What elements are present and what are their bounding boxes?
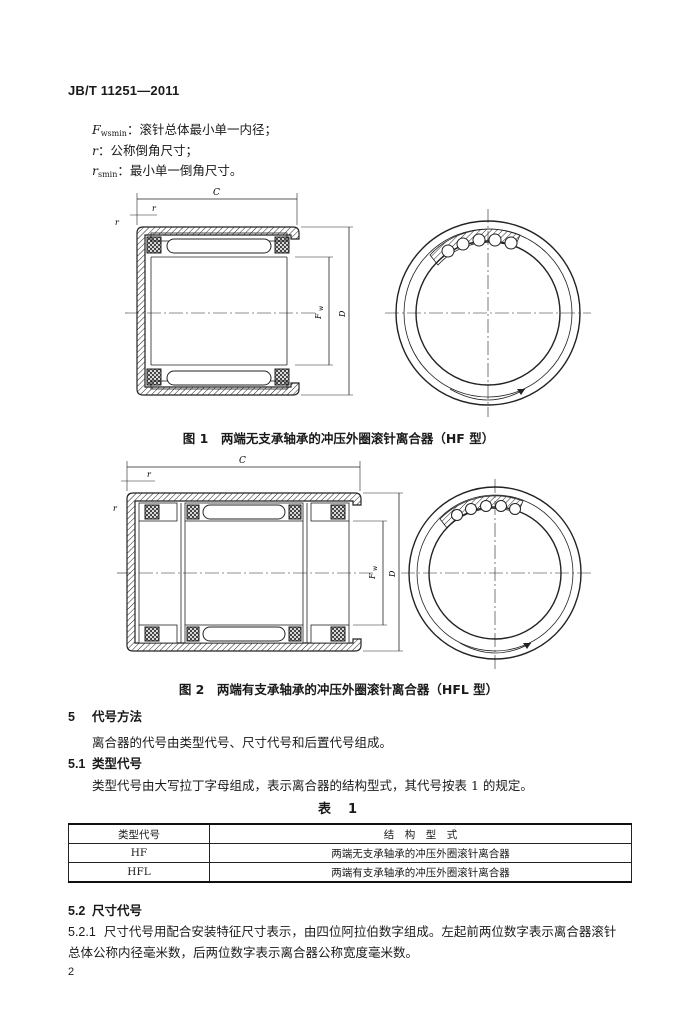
table-row: HFL 两端有支承轴承的冲压外圈滚针离合器 bbox=[68, 862, 632, 883]
table-cell: HFL bbox=[68, 862, 210, 883]
dim-d-label: D bbox=[338, 310, 347, 318]
figure2-caption: 图 2 两端有支承轴承的冲压外圈滚针离合器（HFL 型） bbox=[178, 682, 499, 697]
table-cell: 两端无支承轴承的冲压外圈滚针离合器 bbox=[209, 843, 632, 863]
symbol-description: ：公称倒角尺寸； bbox=[97, 143, 198, 158]
table-cell: 两端有支承轴承的冲压外圈滚针离合器 bbox=[209, 862, 632, 883]
section-5-text: 离合器的代号由类型代号、尺寸代号和后置代号组成。 bbox=[92, 735, 393, 750]
section-number: 5.2 bbox=[68, 904, 86, 918]
dim-r-label-vertical: r bbox=[113, 504, 118, 513]
table-header-cell: 类型代号 bbox=[68, 823, 210, 844]
symbol: r bbox=[92, 143, 98, 158]
figure2-drawing: C r r F w D bbox=[113, 456, 591, 669]
symbol-def-r: r：公称倒角尺寸； bbox=[92, 140, 198, 159]
table-cell: HF bbox=[68, 843, 210, 863]
symbol-subscript: wsmin bbox=[100, 129, 127, 138]
symbol: r bbox=[92, 163, 98, 178]
table1-title: 表 1 bbox=[317, 802, 360, 817]
section-5-1-heading: 5.1 类型代号 bbox=[68, 753, 142, 772]
section-5-2-heading: 5.2 尺寸代号 bbox=[68, 900, 142, 919]
symbol-subscript: smin bbox=[97, 170, 118, 179]
dim-c-label: C bbox=[239, 456, 246, 466]
page-number: 2 bbox=[68, 966, 75, 978]
table-header-cell: 结 构 型 式 bbox=[209, 823, 632, 844]
section-number: 5.1 bbox=[68, 757, 86, 771]
dim-c-label: C bbox=[213, 188, 220, 198]
symbol: F bbox=[92, 122, 101, 137]
table1: 类型代号 结 构 型 式 HF 两端无支承轴承的冲压外圈滚针离合器 HFL 两端… bbox=[68, 823, 632, 883]
dim-fw-label: F bbox=[368, 573, 377, 580]
dim-fw-label: F bbox=[314, 313, 323, 320]
standard-number: JB/T 11251—2011 bbox=[68, 83, 180, 98]
dim-fw-subscript: w bbox=[372, 565, 379, 571]
section-5-1-text: 类型代号由大写拉丁字母组成，表示离合器的结构型式，其代号按表 1 的规定。 bbox=[92, 778, 533, 793]
subsection-text: 尺寸代号用配合安装特征尺寸表示，由四位阿拉伯数字组成。左起前两位数字表示离合器滚… bbox=[103, 924, 617, 939]
dim-fw-subscript: w bbox=[318, 305, 325, 311]
table-header-row: 类型代号 结 构 型 式 bbox=[68, 823, 632, 844]
figure1-drawing: C r r F w D bbox=[115, 188, 591, 417]
symbol-def-rsmin: rsmin：最小单一倒角尺寸。 bbox=[92, 160, 242, 179]
subsection-number: 5.2.1 bbox=[68, 925, 96, 939]
symbol-description: ：滚针总体最小单一内径； bbox=[126, 122, 277, 137]
table-row: HF 两端无支承轴承的冲压外圈滚针离合器 bbox=[68, 843, 632, 863]
section-title: 类型代号 bbox=[92, 756, 143, 771]
section-5-heading: 5 代号方法 bbox=[68, 706, 142, 725]
dim-r-label-vertical: r bbox=[115, 218, 120, 227]
section-title: 尺寸代号 bbox=[92, 903, 143, 918]
figure1-caption: 图 1 两端无支承轴承的冲压外圈滚针离合器（HF 型） bbox=[182, 431, 495, 446]
section-number: 5 bbox=[68, 710, 75, 724]
dim-r-label: r bbox=[152, 204, 157, 213]
section-5-2-1-line1: 5.2.1 尺寸代号用配合安装特征尺寸表示，由四位阿拉伯数字组成。左起前两位数字表… bbox=[68, 921, 616, 940]
symbol-description: ：最小单一倒角尺寸。 bbox=[117, 163, 243, 178]
section-5-2-1-line2: 总体公称内径毫米数，后两位数字表示离合器公称宽度毫米数。 bbox=[68, 945, 419, 960]
dim-r-label: r bbox=[147, 470, 152, 479]
symbol-def-fwsmin: Fwsmin：滚针总体最小单一内径； bbox=[92, 119, 277, 138]
dim-d-label: D bbox=[388, 570, 397, 578]
section-title: 代号方法 bbox=[92, 709, 143, 724]
